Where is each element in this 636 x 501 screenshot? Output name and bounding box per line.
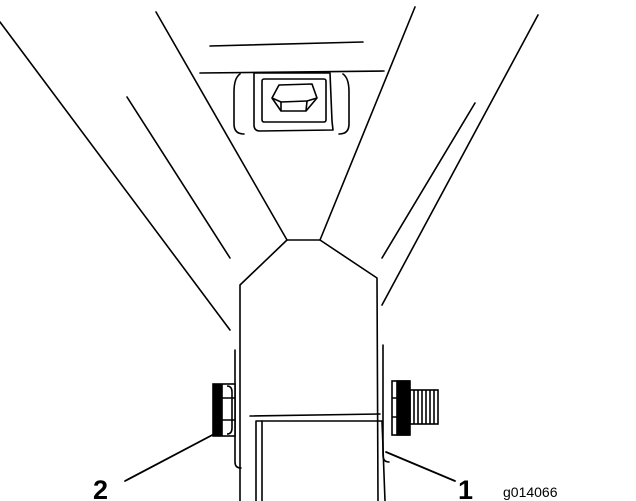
frame-left-inner-line <box>126 96 231 259</box>
top-plate-upper-line <box>209 41 364 47</box>
bolt-plate-inner <box>261 78 327 123</box>
top-plate-lower-line <box>199 70 385 74</box>
bracket-outline <box>239 239 379 501</box>
callout-leaders <box>124 431 456 482</box>
callout-number-2: 2 <box>93 475 108 501</box>
bolt-housing-right-edge <box>338 73 350 135</box>
bolt-threads-icon <box>409 389 439 425</box>
bracket-inner-crossbar <box>249 413 381 417</box>
frame-right-center-line <box>319 6 416 241</box>
left-side-plate <box>234 349 242 469</box>
right-side-plate <box>382 344 390 463</box>
bolt-plate-outer <box>253 72 334 132</box>
bolt-housing-left-edge <box>233 73 245 135</box>
frame-left-outer-line <box>0 21 231 331</box>
left-nut-icon <box>212 383 236 437</box>
figure-code: g014066 <box>503 484 558 500</box>
callout-number-1: 1 <box>458 475 473 501</box>
right-nut-icon <box>391 380 411 436</box>
frame-right-outer-line <box>381 14 539 306</box>
callout-2-leader <box>124 431 219 482</box>
frame-right-inner-line <box>381 102 476 259</box>
square-tube-outline <box>255 420 386 501</box>
frame-left-center-line <box>155 11 288 241</box>
diagram-lines <box>0 6 539 331</box>
callout-1-leader <box>385 451 456 482</box>
hex-bolt-head-icon <box>271 83 318 112</box>
bracket-assembly <box>234 239 390 501</box>
